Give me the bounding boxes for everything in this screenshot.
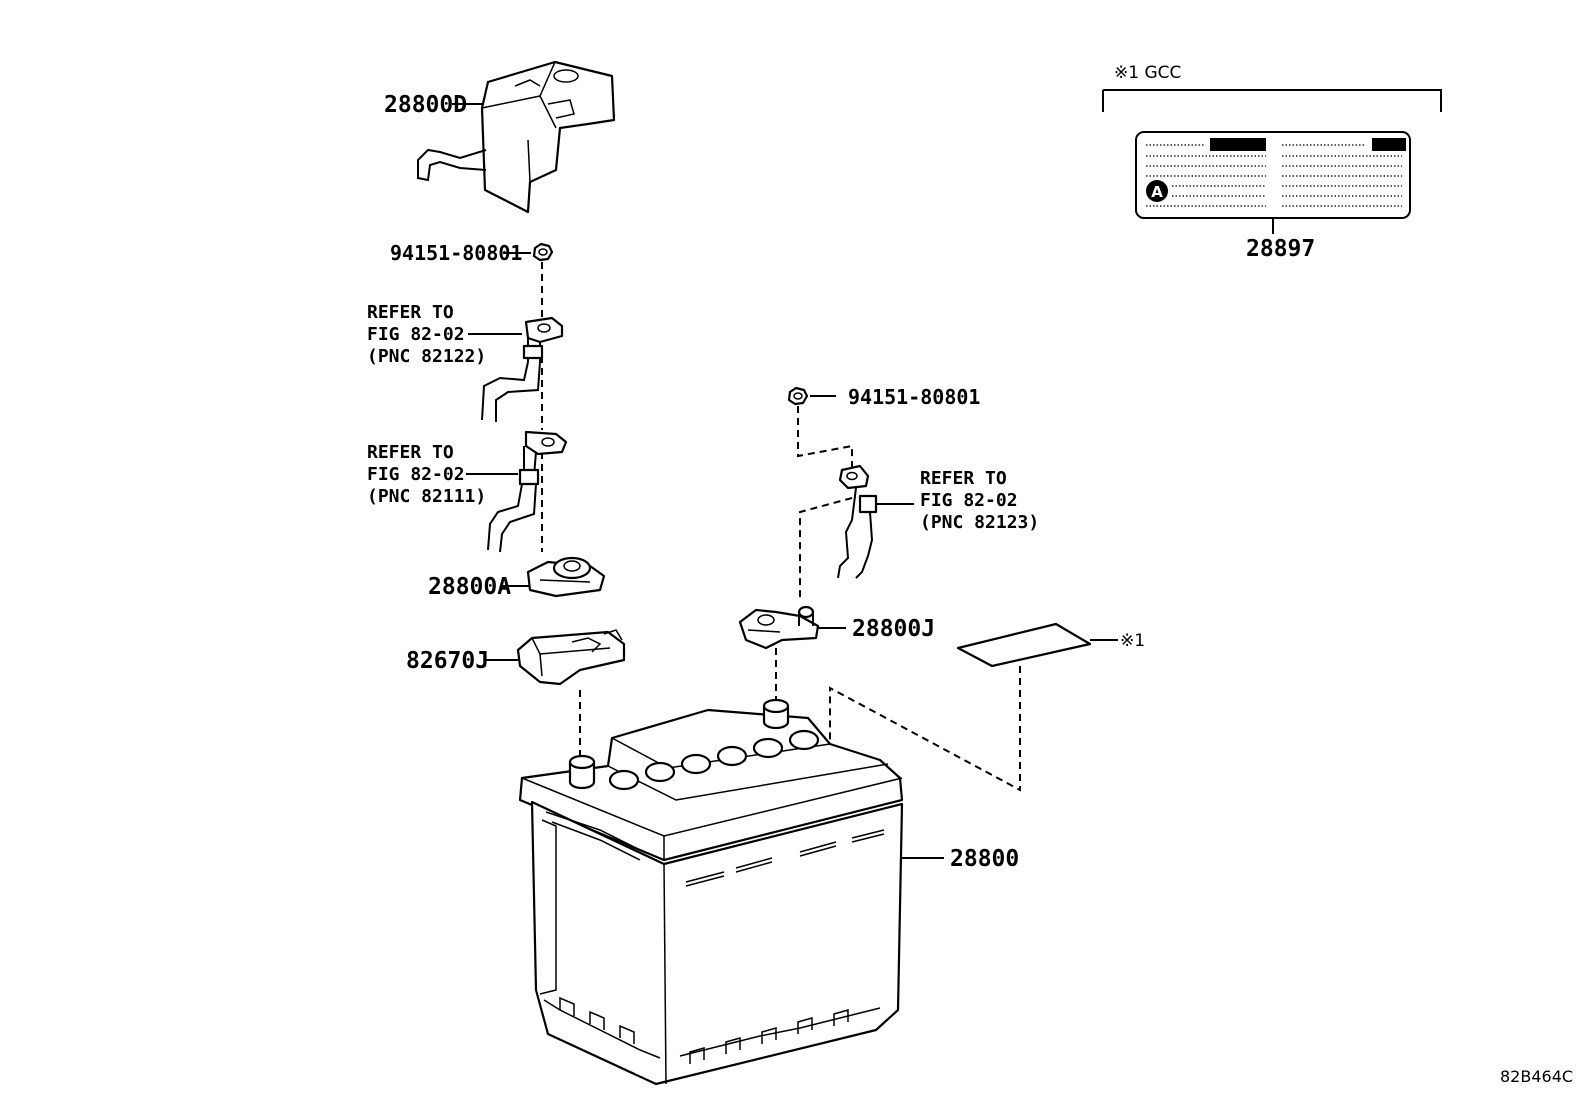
cable-82122-drawing [481, 316, 564, 422]
nut-upper-drawing [532, 242, 554, 262]
part-number-28800D: 28800D [384, 92, 467, 118]
part-number-nut-upper: 94151-80801 [390, 241, 522, 265]
gcc-label-drawing: A [1135, 131, 1411, 219]
warning-label-sticker-drawing [956, 622, 1092, 668]
assembly-axis-6 [799, 497, 853, 600]
battery-terminal-cover-drawing [417, 60, 616, 214]
part-number-nut-right: 94151-80801 [848, 385, 980, 409]
nut-right-drawing [787, 386, 809, 406]
illustration-id: 82B464C [1500, 1067, 1573, 1086]
reference-line2: FIG 82-02 [367, 324, 465, 345]
reference-line1: REFER TO [920, 468, 1007, 489]
cable-82111-drawing [487, 430, 568, 553]
part-number-28800A: 28800A [428, 574, 511, 600]
positive-terminal-drawing [738, 605, 820, 650]
battery-drawing [518, 698, 904, 1086]
reference-82122: REFER TO FIG 82-02 (PNC 82122) [367, 302, 486, 367]
part-number-28897: 28897 [1246, 236, 1315, 262]
inset-bracket [1102, 89, 1442, 112]
terminal-clamp-drawing [526, 556, 606, 598]
note-header-gcc: ※1 GCC [1114, 63, 1181, 83]
label-badge-letter: A [1151, 183, 1163, 201]
part-number-28800: 28800 [950, 846, 1019, 872]
label-badge-circle [1146, 180, 1168, 202]
assembly-axis-5 [797, 406, 853, 478]
bracket-drawing [516, 629, 626, 686]
part-number-28800J: 28800J [852, 616, 935, 642]
reference-82123: REFER TO FIG 82-02 (PNC 82123) [920, 468, 1039, 533]
reference-line2: FIG 82-02 [920, 490, 1018, 511]
reference-line1: REFER TO [367, 302, 454, 323]
reference-line3: (PNC 82123) [920, 512, 1039, 533]
reference-line1: REFER TO [367, 442, 454, 463]
reference-line2: FIG 82-02 [367, 464, 465, 485]
label-ref-mark: ※1 [1120, 631, 1145, 651]
reference-line3: (PNC 82122) [367, 346, 486, 367]
cable-82123-drawing [837, 464, 878, 579]
reference-line3: (PNC 82111) [367, 486, 486, 507]
reference-82111: REFER TO FIG 82-02 (PNC 82111) [367, 442, 486, 507]
assembly-axis-8 [829, 666, 1021, 792]
part-number-82670J: 82670J [406, 648, 489, 674]
